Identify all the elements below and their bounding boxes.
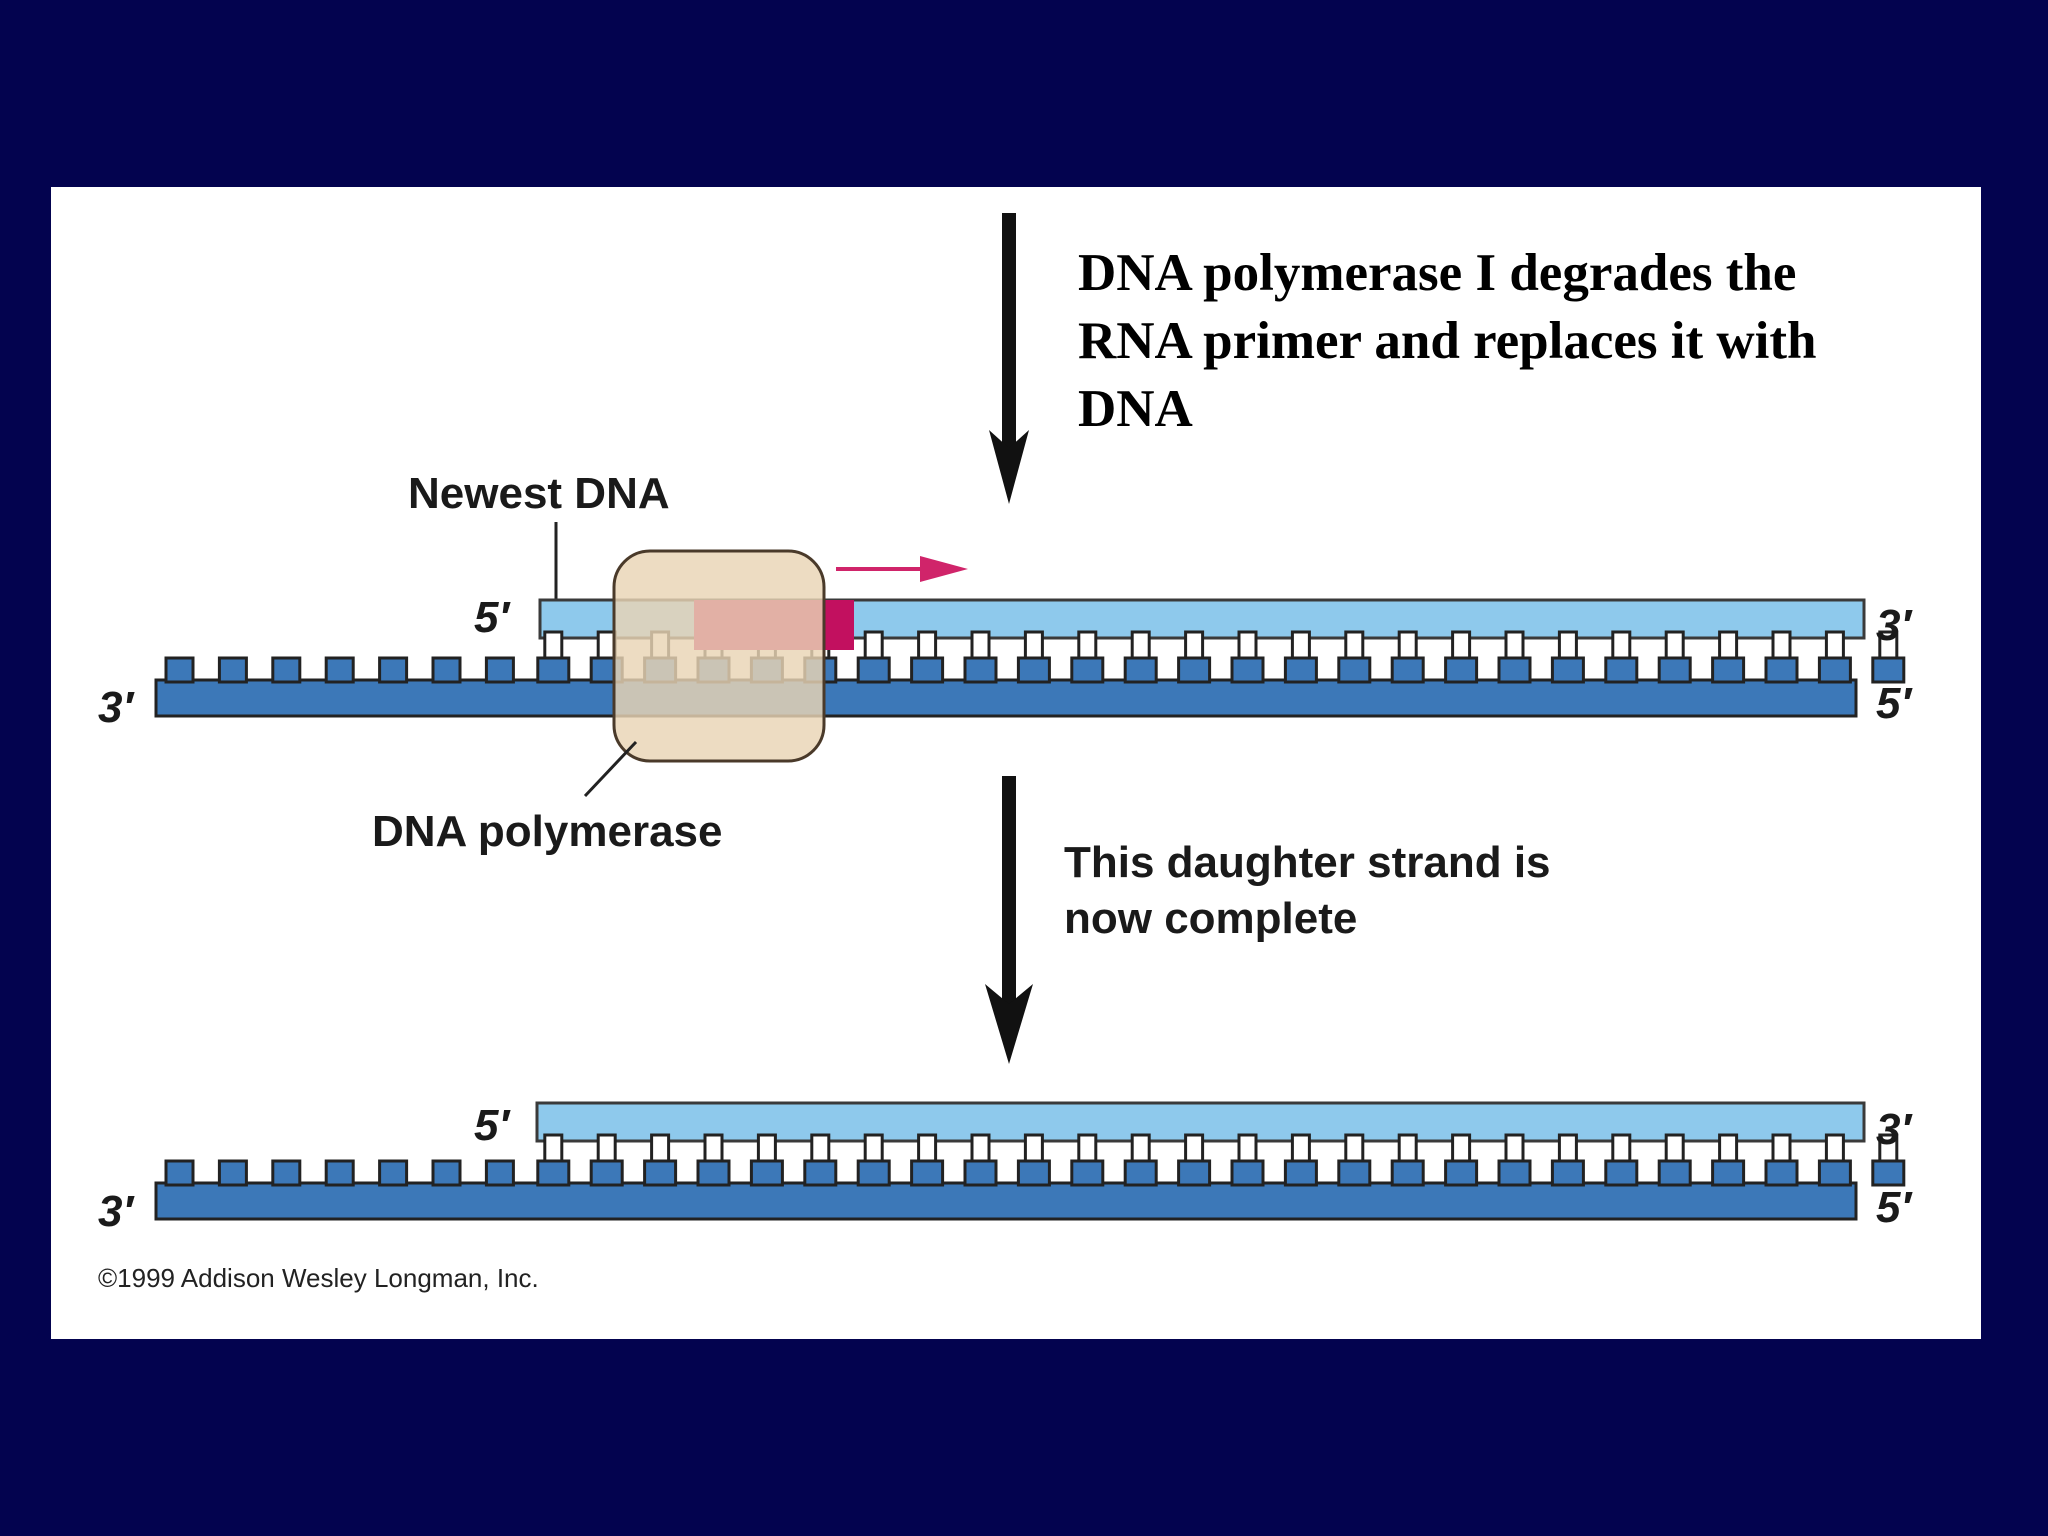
template-base-tooth bbox=[1337, 1159, 1372, 1187]
top-duplex bbox=[154, 549, 1906, 763]
template-base-tooth bbox=[856, 1159, 891, 1187]
template-base-tooth bbox=[1604, 1159, 1639, 1187]
template-base-tooth bbox=[1711, 656, 1746, 684]
template-base-tooth bbox=[1764, 1159, 1799, 1187]
dna-polymerase-label: DNA polymerase bbox=[372, 807, 723, 856]
down-arrow-top bbox=[989, 213, 1029, 504]
template-base-tooth bbox=[1604, 656, 1639, 684]
caption-middle-line-1: This daughter strand is bbox=[1064, 838, 1551, 887]
top-new-5prime: 5′ bbox=[474, 593, 511, 642]
caption-top-line-3: DNA bbox=[1078, 380, 1193, 438]
template-base-tooth bbox=[1337, 656, 1372, 684]
template-base-tooth bbox=[1657, 656, 1692, 684]
template-base-tooth bbox=[1070, 1159, 1105, 1187]
dna-polymerase-leader bbox=[583, 740, 638, 798]
bottom-template-5prime: 5′ bbox=[1876, 1183, 1913, 1232]
template-base-tooth bbox=[431, 1159, 462, 1187]
template-base-tooth bbox=[164, 656, 195, 684]
template-base-tooth bbox=[324, 656, 355, 684]
template-base-tooth bbox=[1764, 656, 1799, 684]
dna-polymerase-enzyme bbox=[612, 549, 826, 763]
template-base-tooth bbox=[1070, 656, 1105, 684]
template-base-tooth bbox=[643, 1159, 678, 1187]
top-template-strand-teeth bbox=[164, 656, 1906, 684]
top-new-3prime: 3′ bbox=[1876, 601, 1913, 650]
caption-top-line-1: DNA polymerase I degrades the bbox=[1078, 244, 1796, 302]
template-base-tooth bbox=[1177, 1159, 1212, 1187]
template-base-tooth bbox=[696, 1159, 731, 1187]
bottom-new-5prime: 5′ bbox=[474, 1101, 511, 1150]
template-base-tooth bbox=[324, 1159, 355, 1187]
copyright-notice: ©1999 Addison Wesley Longman, Inc. bbox=[98, 1263, 539, 1293]
template-base-tooth bbox=[1444, 1159, 1479, 1187]
bottom-template-strand-body bbox=[154, 1181, 1858, 1221]
bottom-new-3prime: 3′ bbox=[1876, 1105, 1913, 1154]
template-base-tooth bbox=[378, 656, 409, 684]
template-base-tooth bbox=[803, 1159, 838, 1187]
caption-top-line-2: RNA primer and replaces it with bbox=[1078, 312, 1817, 370]
template-base-tooth bbox=[484, 1159, 515, 1187]
template-base-tooth bbox=[910, 656, 945, 684]
template-base-tooth bbox=[1550, 1159, 1585, 1187]
down-arrow-middle bbox=[985, 776, 1033, 1064]
template-base-tooth bbox=[1871, 1159, 1906, 1187]
template-base-tooth bbox=[1817, 1159, 1852, 1187]
polymerase-direction-arrow bbox=[836, 556, 968, 582]
template-base-tooth bbox=[910, 1159, 945, 1187]
template-base-tooth bbox=[217, 1159, 248, 1187]
template-base-tooth bbox=[589, 1159, 624, 1187]
template-base-tooth bbox=[1390, 1159, 1425, 1187]
template-base-tooth bbox=[378, 1159, 409, 1187]
caption-middle-line-2: now complete bbox=[1064, 894, 1357, 943]
template-base-tooth bbox=[217, 656, 248, 684]
bottom-template-strand-teeth bbox=[164, 1159, 1906, 1187]
template-base-tooth bbox=[271, 1159, 302, 1187]
template-base-tooth bbox=[963, 656, 998, 684]
template-base-tooth bbox=[1711, 1159, 1746, 1187]
template-base-tooth bbox=[1177, 656, 1212, 684]
template-base-tooth bbox=[164, 1159, 195, 1187]
top-template-strand-body bbox=[154, 678, 1858, 718]
template-base-tooth bbox=[536, 1159, 571, 1187]
template-base-tooth bbox=[1390, 656, 1425, 684]
top-template-5prime: 5′ bbox=[1876, 679, 1913, 728]
template-base-tooth bbox=[271, 656, 302, 684]
template-base-tooth bbox=[1283, 656, 1318, 684]
bottom-template-3prime: 3′ bbox=[98, 1187, 135, 1236]
template-base-tooth bbox=[749, 1159, 784, 1187]
template-base-tooth bbox=[1016, 656, 1051, 684]
template-base-tooth bbox=[1550, 656, 1585, 684]
template-base-tooth bbox=[1123, 656, 1158, 684]
newest-dna-label: Newest DNA bbox=[408, 469, 670, 518]
top-template-3prime: 3′ bbox=[98, 683, 135, 732]
template-base-tooth bbox=[1497, 656, 1532, 684]
template-base-tooth bbox=[1016, 1159, 1051, 1187]
template-base-tooth bbox=[1230, 1159, 1265, 1187]
template-base-tooth bbox=[1497, 1159, 1532, 1187]
template-base-tooth bbox=[1444, 656, 1479, 684]
template-base-tooth bbox=[1230, 656, 1265, 684]
template-base-tooth bbox=[484, 656, 515, 684]
template-base-tooth bbox=[1817, 656, 1852, 684]
template-base-tooth bbox=[1123, 1159, 1158, 1187]
template-base-tooth bbox=[963, 1159, 998, 1187]
bottom-duplex bbox=[154, 1101, 1906, 1221]
template-base-tooth bbox=[431, 656, 462, 684]
template-base-tooth bbox=[1283, 1159, 1318, 1187]
template-base-tooth bbox=[856, 656, 891, 684]
template-base-tooth bbox=[1657, 1159, 1692, 1187]
template-base-tooth bbox=[536, 656, 571, 684]
template-base-tooth bbox=[1871, 656, 1906, 684]
